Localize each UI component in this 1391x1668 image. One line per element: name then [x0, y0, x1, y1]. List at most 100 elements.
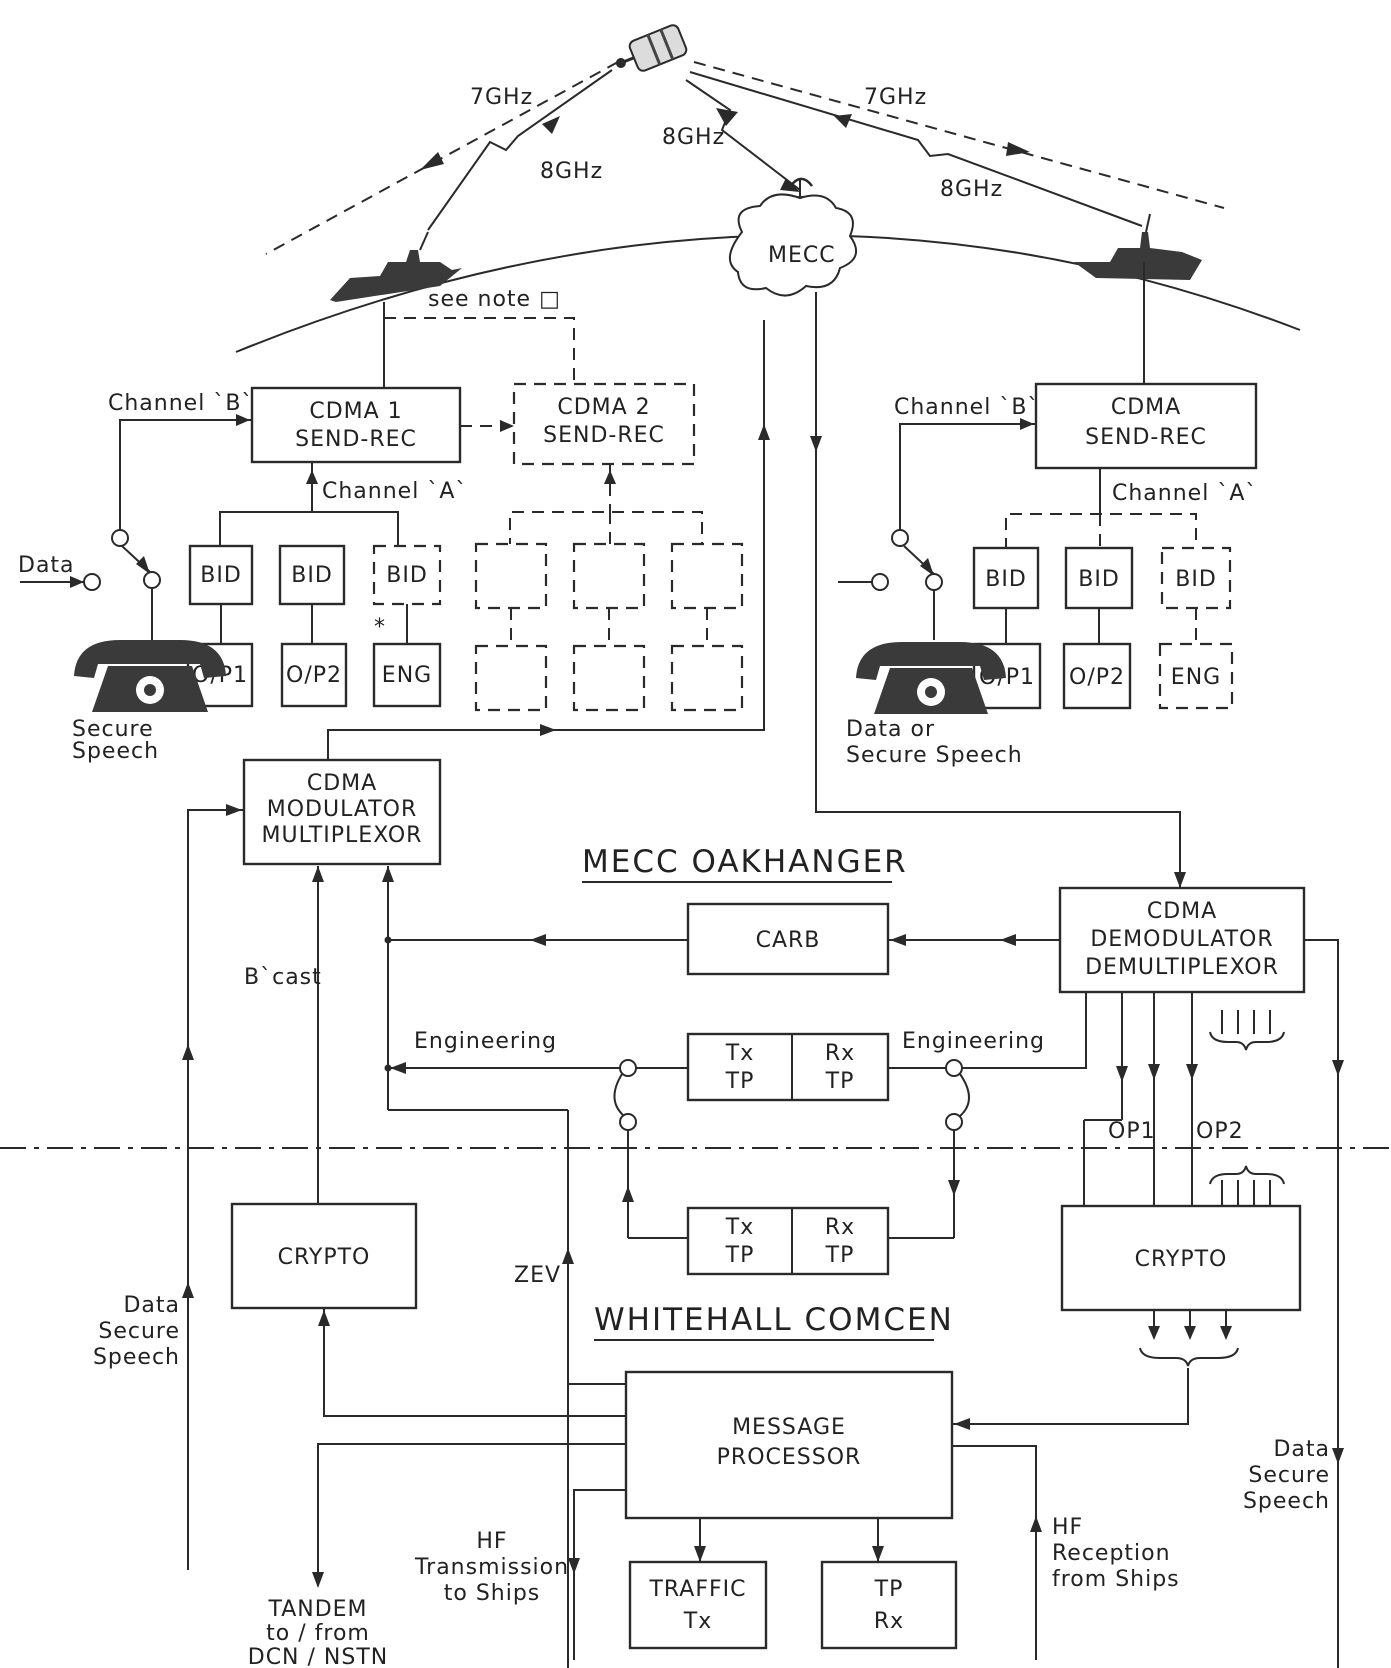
op1-label: OP1	[1108, 1119, 1156, 1144]
cdma-right-send-rec-box: CDMA SEND-REC	[1034, 382, 1258, 470]
spare-box-3	[670, 542, 744, 610]
link-8ghz-right	[689, 71, 1143, 227]
tandem-label: TANDEM to / from DCN / NSTN	[248, 1597, 388, 1668]
hf-reception-label: HF Reception from Ships	[1052, 1515, 1180, 1592]
svg-text:CRYPTO: CRYPTO	[1135, 1247, 1228, 1272]
freq-8ghz-mid-label: 8GHz	[662, 125, 725, 150]
svg-text:Tx: Tx	[725, 1215, 754, 1240]
svg-text:to Ships: to Ships	[444, 1581, 541, 1606]
bid-right-3: BID	[1160, 546, 1232, 610]
message-processor-box: MESSAGE PROCESSOR	[624, 1370, 954, 1520]
svg-text:HF: HF	[476, 1529, 507, 1554]
svg-text:BID: BID	[985, 567, 1027, 592]
svg-text:TP: TP	[825, 1069, 855, 1094]
svg-text:Tx: Tx	[725, 1041, 754, 1066]
freq-7ghz-left-label: 7GHz	[470, 85, 533, 110]
svg-text:SEND-REC: SEND-REC	[543, 423, 665, 448]
telephone-left-icon	[74, 640, 226, 712]
tx-rx-tp-whitehall-box: Tx TP Rx TP	[686, 1206, 890, 1276]
svg-text:Secure: Secure	[1248, 1463, 1330, 1488]
svg-text:Transmission: Transmission	[414, 1555, 569, 1580]
spare-box-5	[572, 644, 646, 712]
channel-a-left-label: Channel `A`	[322, 479, 467, 504]
see-note-label: see note □	[428, 287, 561, 312]
freq-7ghz-right-label: 7GHz	[864, 85, 927, 110]
svg-text:Rx: Rx	[825, 1041, 855, 1066]
svg-text:TP: TP	[825, 1243, 855, 1268]
svg-text:O/P2: O/P2	[286, 663, 342, 688]
bid-right-1: BID	[972, 546, 1040, 610]
svg-text:Reception: Reception	[1052, 1541, 1171, 1566]
cdma-modulator-multiplexor-box: CDMA MODULATOR MULTIPLEXOR	[242, 758, 442, 866]
svg-text:BID: BID	[1078, 567, 1120, 592]
svg-text:to / from: to / from	[266, 1621, 370, 1646]
svg-text:HF: HF	[1052, 1515, 1083, 1540]
carb-box: CARB	[686, 902, 890, 976]
secure-speech-left-label: Secure	[72, 717, 154, 742]
svg-text:MULTIPLEXOR: MULTIPLEXOR	[262, 823, 423, 848]
freq-8ghz-left-label: 8GHz	[540, 159, 603, 184]
tx-rx-tp-mecc-box: Tx TP Rx TP	[686, 1032, 890, 1102]
eng-left-box: ENG	[372, 642, 442, 708]
channel-b-right-label: Channel `B`	[894, 395, 1039, 420]
svg-text:TANDEM: TANDEM	[267, 1597, 367, 1622]
engineering-right-label: Engineering	[902, 1029, 1045, 1054]
svg-text:DEMULTIPLEXOR: DEMULTIPLEXOR	[1085, 955, 1279, 980]
svg-text:CARB: CARB	[756, 928, 821, 953]
svg-text:Rx: Rx	[874, 1609, 904, 1634]
svg-text:SEND-REC: SEND-REC	[295, 427, 417, 452]
svg-text:CDMA: CDMA	[1147, 899, 1217, 924]
channel-a-right-label: Channel `A`	[1112, 481, 1257, 506]
svg-text:BID: BID	[200, 563, 242, 588]
bid-left-1: BID	[188, 544, 254, 606]
data-input-left-label: Data	[18, 553, 75, 578]
svg-text:Speech: Speech	[72, 739, 159, 764]
svg-text:Speech: Speech	[1243, 1489, 1330, 1514]
op2-right-box: O/P2	[1062, 642, 1132, 710]
svg-text:CDMA: CDMA	[307, 771, 377, 796]
zev-label: ZEV	[514, 1263, 561, 1288]
svg-text:TP: TP	[874, 1577, 904, 1602]
spare-box-2	[572, 542, 646, 610]
asterisk-note: *	[374, 615, 386, 640]
hf-transmission-label: HF Transmission to Ships	[414, 1529, 569, 1606]
channel-b-left-label: Channel `B`	[108, 391, 253, 416]
bid-left-3: BID	[372, 544, 442, 606]
svg-text:SEND-REC: SEND-REC	[1085, 425, 1207, 450]
svg-text:BID: BID	[1175, 567, 1217, 592]
cdma2-send-rec-box: CDMA 2 SEND-REC	[512, 382, 696, 466]
tp-rx-box: TP Rx	[820, 1560, 958, 1650]
data-secure-speech-right-ship-label: Data or	[846, 717, 935, 742]
svg-text:TP: TP	[725, 1243, 755, 1268]
freq-8ghz-right-label: 8GHz	[940, 177, 1003, 202]
svg-text:BID: BID	[291, 563, 333, 588]
ship-right-icon	[1074, 213, 1202, 280]
satellite-icon	[615, 24, 688, 72]
link-7ghz-left	[265, 61, 619, 255]
svg-text:Secure: Secure	[98, 1319, 180, 1344]
svg-text:O/P2: O/P2	[1069, 665, 1125, 690]
data-secure-speech-left-label: Data Secure Speech	[93, 1293, 180, 1370]
svg-text:DCN / NSTN: DCN / NSTN	[248, 1645, 388, 1668]
crypto-right-box: CRYPTO	[1060, 1204, 1302, 1312]
mecc-cloud-label: MECC	[768, 243, 836, 268]
spare-box-1	[474, 542, 548, 610]
svg-text:Data: Data	[123, 1293, 180, 1318]
op2-label: OP2	[1196, 1119, 1244, 1144]
eng-right-box: ENG	[1158, 642, 1234, 710]
svg-text:CDMA 1: CDMA 1	[309, 399, 402, 424]
svg-text:Tx: Tx	[683, 1609, 712, 1634]
crypto-left-box: CRYPTO	[230, 1202, 418, 1310]
bid-left-2: BID	[278, 544, 346, 606]
svg-text:PROCESSOR: PROCESSOR	[717, 1445, 862, 1470]
svg-text:TP: TP	[725, 1069, 755, 1094]
svg-text:TRAFFIC: TRAFFIC	[648, 1577, 746, 1602]
svg-text:from Ships: from Ships	[1052, 1567, 1180, 1592]
mecc-cloud: MECC	[729, 193, 858, 297]
svg-text:ENG: ENG	[382, 663, 432, 688]
whitehall-comcen-title: WHITEHALL COMCEN	[594, 1302, 954, 1338]
svg-text:DEMODULATOR: DEMODULATOR	[1090, 927, 1273, 952]
svg-text:BID: BID	[386, 563, 428, 588]
spare-box-4	[474, 644, 548, 712]
